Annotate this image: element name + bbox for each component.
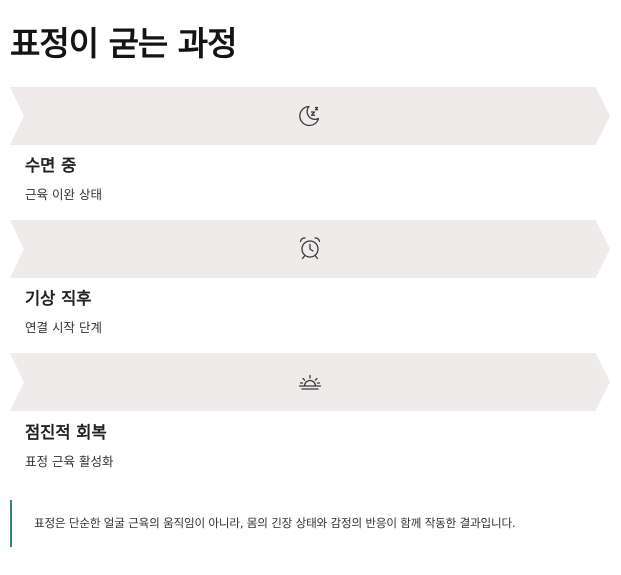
- step-label-wakeup: 기상 직후: [25, 289, 92, 308]
- sunrise-icon: [297, 369, 323, 395]
- step-chevron-sleep: [10, 87, 610, 145]
- step-label-recovery: 점진적 회복: [25, 423, 107, 442]
- moon-sleep-icon: [297, 103, 323, 129]
- step-label-sleep: 수면 중: [25, 156, 77, 175]
- page-title: 표정이 굳는 과정: [10, 24, 237, 63]
- step-description-recovery: 표정 근육 활성화: [25, 454, 114, 469]
- step-description-wakeup: 연결 시작 단계: [25, 320, 102, 335]
- step-description-sleep: 근육 이완 상태: [25, 187, 102, 202]
- note-text: 표정은 단순한 얼굴 근육의 움직임이 아니라, 몸의 긴장 상태와 감정의 반…: [34, 516, 516, 530]
- step-chevron-recovery: [10, 353, 610, 411]
- alarm-clock-icon: [297, 235, 323, 261]
- note-callout: 표정은 단순한 얼굴 근육의 움직임이 아니라, 몸의 긴장 상태와 감정의 반…: [10, 500, 610, 547]
- step-chevron-wakeup: [10, 220, 610, 278]
